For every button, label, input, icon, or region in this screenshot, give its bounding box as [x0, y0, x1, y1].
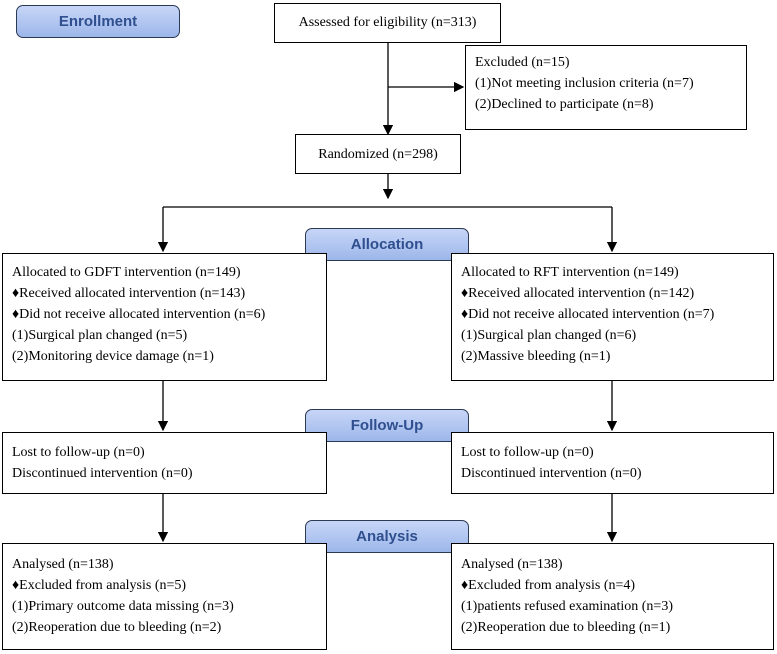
stage-enrollment: Enrollment	[16, 5, 180, 38]
rft-analysis-line: ♦Excluded from analysis (n=4)	[461, 578, 636, 593]
gdft-analysis-line: (1)Primary outcome data missing (n=3)	[12, 599, 234, 614]
rft-allocation-box: Allocated to RFT intervention (n=149) ♦R…	[451, 253, 774, 381]
gdft-allocation-line: Allocated to GDFT intervention (n=149)	[12, 265, 241, 280]
gdft-follow-up-line: Lost to follow-up (n=0)	[12, 445, 145, 460]
rft-analysis-line: Analysed (n=138)	[461, 557, 563, 572]
rft-follow-up-line: Discontinued intervention (n=0)	[461, 466, 642, 481]
rft-analysis-line: (1)patients refused examination (n=3)	[461, 599, 673, 614]
stage-allocation: Allocation	[305, 228, 469, 261]
gdft-follow-up-box: Lost to follow-up (n=0) Discontinued int…	[2, 432, 327, 494]
rft-follow-up-box: Lost to follow-up (n=0) Discontinued int…	[451, 432, 774, 494]
assessed-box: Assessed for eligibility (n=313)	[274, 3, 501, 43]
gdft-analysis-line: Analysed (n=138)	[12, 557, 114, 572]
stage-follow-up: Follow-Up	[305, 409, 469, 442]
rft-follow-up-line: Lost to follow-up (n=0)	[461, 445, 594, 460]
rft-analysis-line: (2)Reoperation due to bleeding (n=1)	[461, 620, 671, 635]
excluded-title: Excluded (n=15)	[475, 55, 570, 70]
gdft-follow-up-line: Discontinued intervention (n=0)	[12, 466, 193, 481]
gdft-analysis-line: (2)Reoperation due to bleeding (n=2)	[12, 620, 222, 635]
assessed-text: Assessed for eligibility (n=313)	[298, 15, 477, 30]
randomized-text: Randomized (n=298)	[318, 147, 438, 162]
excluded-reason: (2)Declined to participate (n=8)	[475, 97, 654, 112]
rft-analysis-box: Analysed (n=138) ♦Excluded from analysis…	[451, 543, 774, 650]
rft-allocation-line: ♦Did not receive allocated intervention …	[461, 307, 715, 322]
excluded-box: Excluded (n=15) (1)Not meeting inclusion…	[465, 45, 747, 130]
rft-allocation-line: (1)Surgical plan changed (n=6)	[461, 328, 637, 343]
randomized-box: Randomized (n=298)	[295, 134, 461, 174]
rft-allocation-line: (2)Massive bleeding (n=1)	[461, 349, 611, 364]
rft-allocation-line: Allocated to RFT intervention (n=149)	[461, 265, 679, 280]
gdft-allocation-line: (2)Monitoring device damage (n=1)	[12, 349, 214, 364]
stage-analysis: Analysis	[305, 520, 469, 553]
gdft-analysis-box: Analysed (n=138) ♦Excluded from analysis…	[2, 543, 327, 650]
gdft-analysis-line: ♦Excluded from analysis (n=5)	[12, 578, 187, 593]
gdft-allocation-line: ♦Received allocated intervention (n=143)	[12, 286, 246, 301]
gdft-allocation-line: ♦Did not receive allocated intervention …	[12, 307, 266, 322]
rft-allocation-line: ♦Received allocated intervention (n=142)	[461, 286, 695, 301]
gdft-allocation-line: (1)Surgical plan changed (n=5)	[12, 328, 188, 343]
gdft-allocation-box: Allocated to GDFT intervention (n=149) ♦…	[2, 253, 327, 381]
excluded-reason: (1)Not meeting inclusion criteria (n=7)	[475, 76, 694, 91]
